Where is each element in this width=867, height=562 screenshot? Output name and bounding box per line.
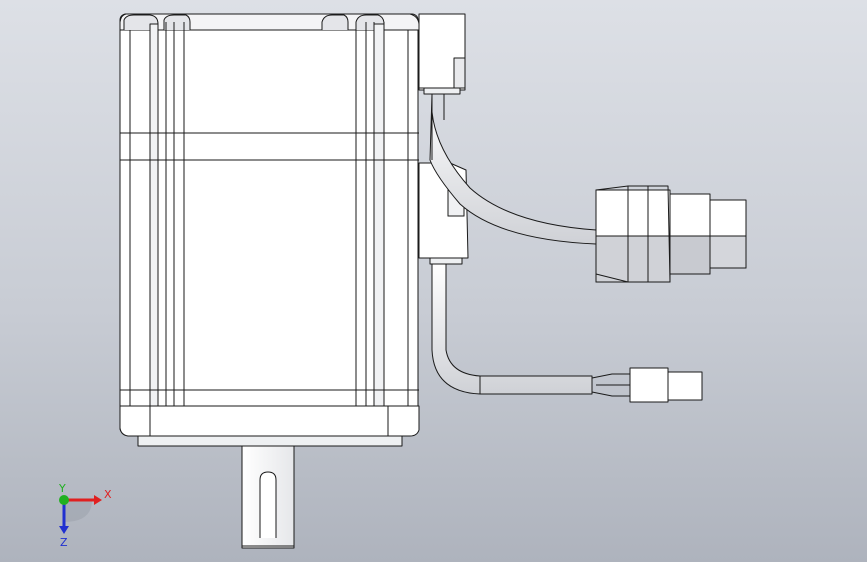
y-axis-dot (59, 495, 69, 505)
motor-shaft[interactable] (241, 445, 295, 549)
encoder-plug[interactable] (595, 185, 747, 283)
z-axis-label: Z (60, 536, 68, 549)
power-plug[interactable] (591, 367, 703, 403)
y-axis-label: Y (58, 482, 66, 495)
encoder-connector-housing[interactable] (418, 13, 466, 95)
motor-flange[interactable] (119, 405, 420, 447)
x-axis-label: X (104, 488, 112, 501)
motor-body[interactable] (119, 13, 420, 435)
reference-triad: X Z Y (58, 482, 112, 549)
power-cable[interactable] (431, 263, 593, 395)
